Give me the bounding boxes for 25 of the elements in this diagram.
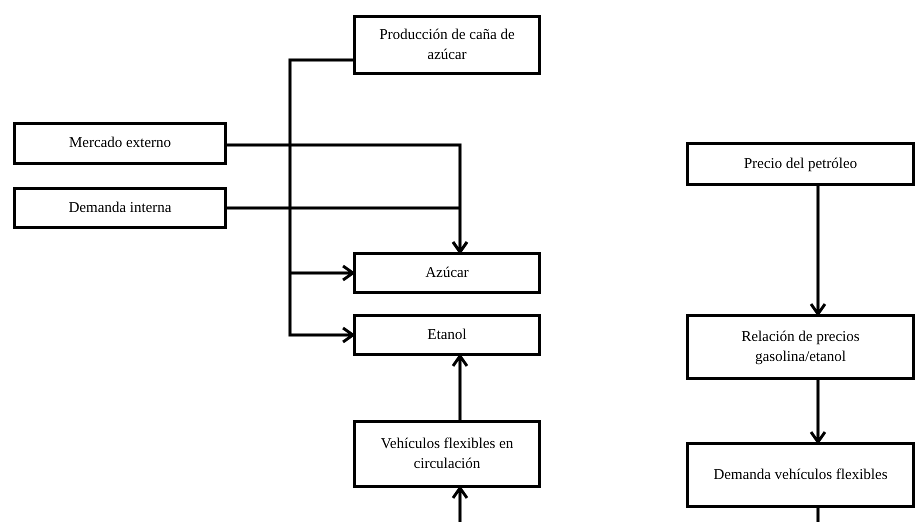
box-label: Relación de precios gasolina/etanol [740,328,861,367]
box-label: Mercado externo [68,134,172,154]
box-label: Demanda interna [68,198,172,218]
process-box [353,314,541,356]
arrow [810,380,826,444]
box-label: Vehículos flexibles en circulación [380,434,514,474]
arrow [288,58,354,344]
process-box [353,420,541,488]
process-box [13,122,227,165]
arrow [227,206,468,254]
box-label: Azúcar [425,264,469,283]
process-box [353,252,541,294]
box-label: Demanda vehículos flexibles [713,466,888,485]
arrow [452,354,468,420]
process-box [13,187,227,229]
process-box [686,442,915,508]
process-box [686,314,915,380]
process-box [353,15,541,75]
connector-line [816,508,820,522]
arrow [452,486,468,522]
arrow [810,186,826,316]
box-label: Precio del petróleo [744,154,858,174]
box-label: Etanol [427,326,467,345]
box-label: Producción de caña de azúcar [378,26,516,65]
process-box [686,142,915,186]
